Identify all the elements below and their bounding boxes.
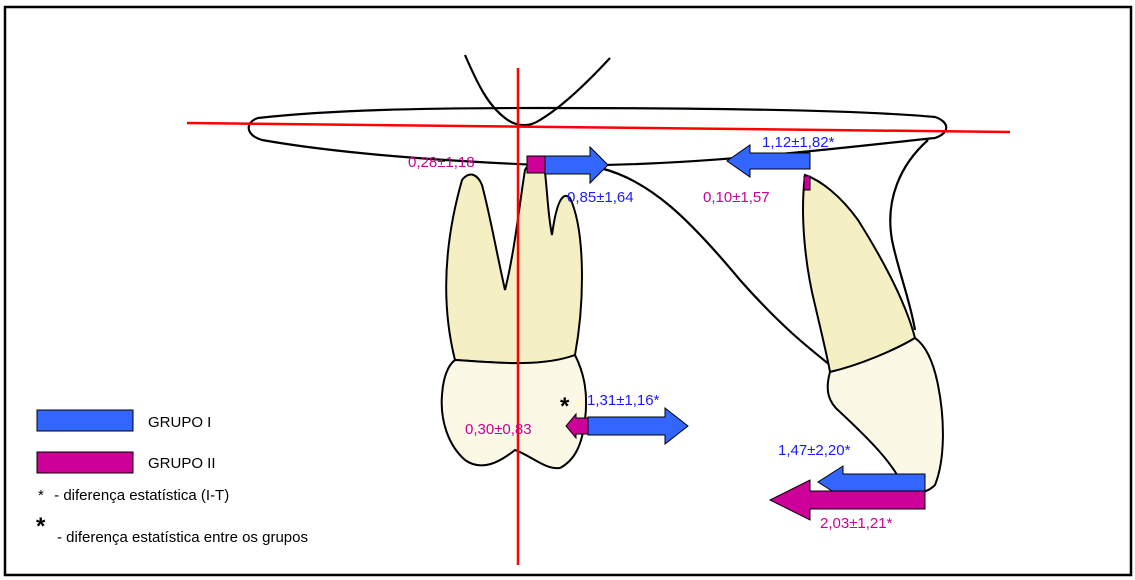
label-upper-incisor-grupo-ii: 0,10±1,57 (703, 189, 770, 206)
legend-label-grupo-i: GRUPO I (148, 414, 211, 431)
label-lower-molar-grupo-i: 1,31±1,16* (587, 392, 660, 409)
legend-swatch-grupo-i (37, 410, 133, 431)
label-lower-incisor-grupo-i: 1,47±2,20* (778, 442, 851, 459)
label-lower-incisor-grupo-ii: 2,03±1,21* (820, 515, 893, 532)
label-upper-incisor-grupo-i: 1,12±1,82* (762, 134, 835, 151)
legend-small-star: * (38, 487, 44, 504)
label-upper-molar-grupo-i: 0,85±1,64 (567, 189, 634, 206)
label-upper-molar-grupo-ii: 0,28±1,18 (408, 154, 475, 171)
legend-big-star: * (36, 513, 46, 540)
group-difference-star: * (560, 393, 570, 420)
label-lower-molar-grupo-ii: 0,30±0,83 (465, 421, 532, 438)
legend-small-star-text: - diferença estatística (I-T) (50, 487, 229, 504)
legend-big-star-text: - diferença estatística entre os grupos (57, 529, 308, 546)
legend-swatch-grupo-ii (37, 452, 133, 473)
legend-label-grupo-ii: GRUPO II (148, 455, 216, 472)
arrow-upper-molar-grupo-ii (527, 156, 545, 173)
arrow-upper-incisor-grupo-ii (804, 176, 810, 190)
